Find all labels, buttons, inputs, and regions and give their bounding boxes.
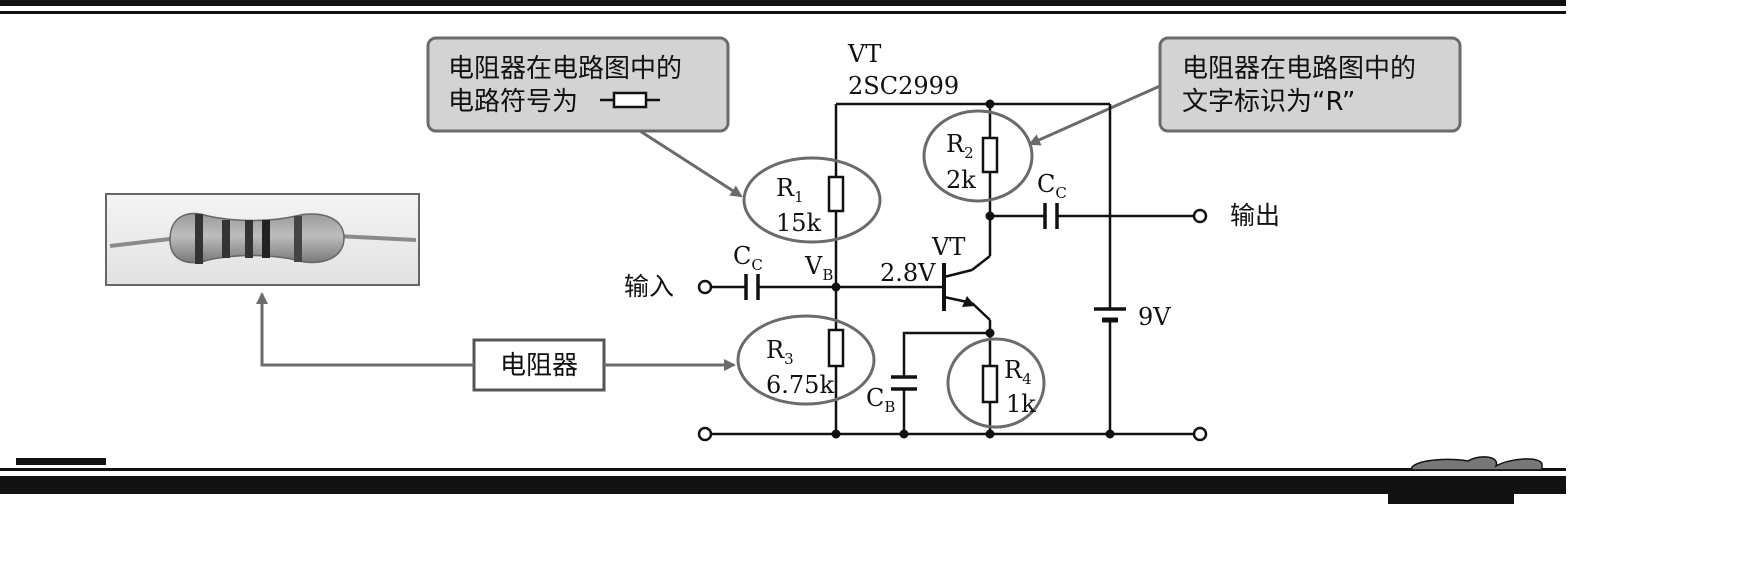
vb-label: VB (804, 252, 833, 284)
resistor-label-text: 电阻器 (500, 351, 578, 381)
cc-output-label: CC (1037, 170, 1067, 202)
r2-highlight (922, 109, 1034, 203)
r4-highlight (946, 337, 1046, 429)
r1-highlight (742, 156, 882, 244)
r2-label: R2 (946, 130, 974, 162)
resistor-symbol-icon (600, 91, 660, 109)
r2-symbol (981, 136, 999, 174)
cb-label: CB (866, 384, 895, 416)
resistor-circuit-diagram: 电阻器在电路图中的 电路符号为 电阻器在电路图中的 文字标识为“R” 电阻器 V… (0, 0, 1566, 504)
bottom-frame-bars (0, 456, 1566, 504)
resistor-label-box: 电阻器 (256, 292, 736, 392)
color-band (294, 216, 302, 262)
r1-value: 15k (776, 209, 822, 237)
circuit-wires (711, 102, 1194, 436)
arrow-to-photo (256, 292, 474, 367)
transistor-model: 2SC2999 (848, 72, 959, 100)
color-band (245, 220, 253, 258)
ground-left-terminal (697, 426, 713, 442)
callout-symbol-line1: 电阻器在电路图中的 (448, 54, 682, 84)
transistor-symbol (942, 263, 975, 311)
top-frame-bars (0, 0, 1566, 14)
ground-right-terminal (1192, 426, 1208, 442)
callout-label-line2: 文字标识为“R” (1182, 87, 1355, 117)
transistor-label: VT (931, 233, 965, 261)
vb-voltage: 2.8V (880, 259, 936, 287)
callout-label: 电阻器在电路图中的 文字标识为“R” (1028, 36, 1462, 146)
junction-dots (831, 99, 1115, 439)
callout-symbol-arrow (639, 129, 743, 198)
resistor-photo (105, 193, 420, 286)
callout-symbol-line2: 电路符号为 (448, 87, 578, 117)
callout-symbol: 电阻器在电路图中的 电路符号为 (426, 36, 743, 198)
input-terminal (697, 279, 713, 295)
r2-value: 2k (946, 166, 976, 194)
color-band (222, 220, 230, 258)
output-label: 输出 (1230, 201, 1280, 230)
r3-value: 6.75k (766, 371, 834, 399)
r3-symbol (827, 328, 845, 368)
color-band (195, 214, 203, 264)
cc-input-capacitor (744, 274, 760, 300)
r1-label: R1 (776, 174, 804, 206)
output-terminal (1192, 208, 1208, 224)
circuit-canvas: 电阻器在电路图中的 电路符号为 电阻器在电路图中的 文字标识为“R” 电阻器 V… (0, 0, 1566, 504)
r3-label: R3 (766, 336, 794, 368)
r1-symbol (827, 175, 845, 213)
cc-output-capacitor (1043, 203, 1059, 229)
cb-capacitor (891, 375, 917, 391)
transistor-name: VT (847, 40, 881, 68)
cc-input-label: CC (733, 242, 763, 274)
callout-label-arrow (1028, 84, 1161, 146)
r3-highlight (736, 314, 876, 406)
battery-voltage: 9V (1138, 303, 1171, 331)
color-band (262, 220, 270, 258)
page-corner-curl-icon (1411, 456, 1543, 471)
r4-value: 1k (1006, 390, 1036, 418)
r4-label: R4 (1004, 356, 1032, 388)
input-label: 输入 (624, 272, 674, 301)
callout-label-line1: 电阻器在电路图中的 (1182, 54, 1416, 84)
battery-symbol (1094, 307, 1126, 323)
r4-symbol (981, 364, 999, 404)
